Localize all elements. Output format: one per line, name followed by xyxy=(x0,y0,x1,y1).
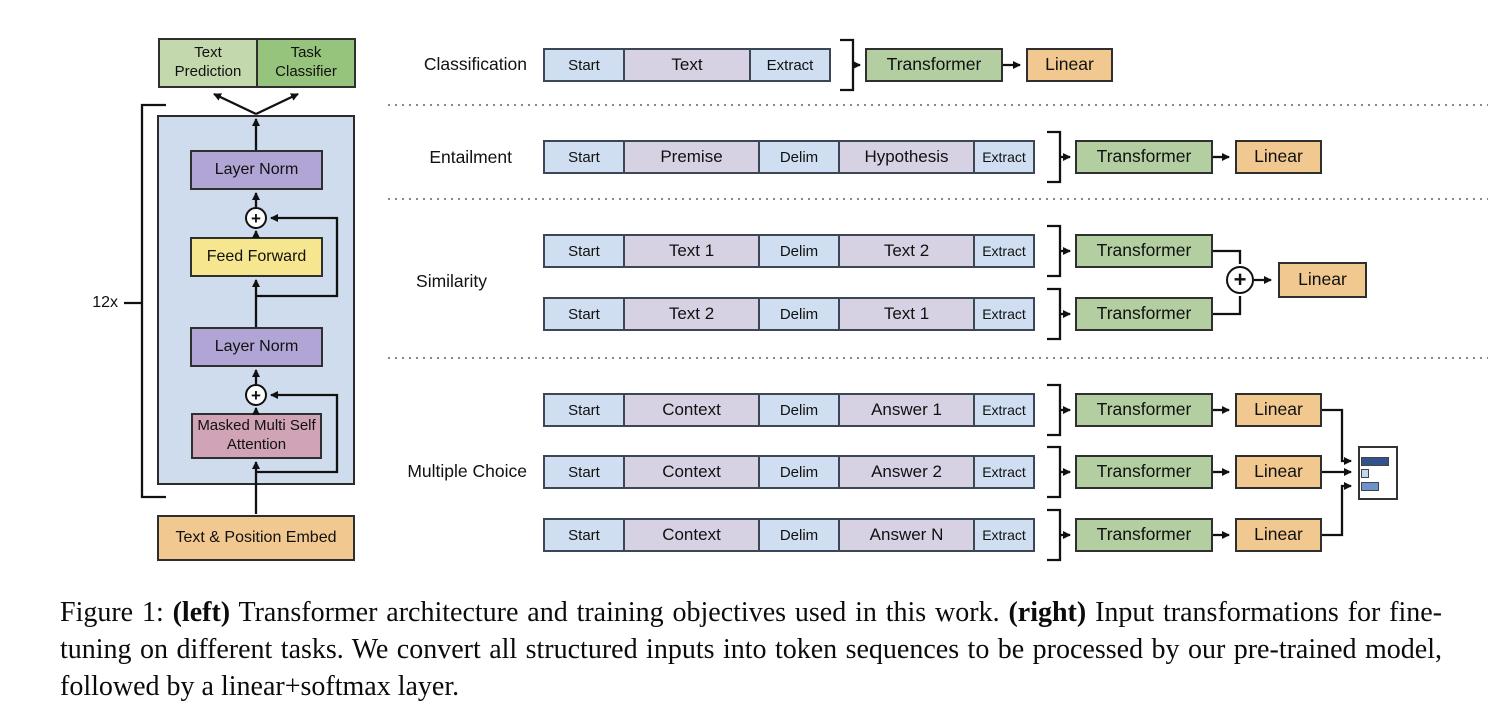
token-cell-start: Start xyxy=(543,455,625,489)
repeat-count-label: 12x xyxy=(92,294,118,311)
plus-icon: + xyxy=(1226,266,1254,294)
sequence-bracket xyxy=(840,38,855,92)
token-cell-extract: Extract xyxy=(973,518,1035,552)
token-cell-delim: Delim xyxy=(758,518,840,552)
task-label-classification: Classification xyxy=(423,54,527,74)
similarity-merge-line xyxy=(1213,249,1242,264)
layer-norm-top-box: Layer Norm xyxy=(190,150,323,190)
token-cell-premise: Premise xyxy=(623,140,760,174)
token-cell-context: Context xyxy=(623,518,760,552)
linear-box: Linear xyxy=(1026,48,1113,82)
task-label-similarity: Similarity xyxy=(416,271,487,291)
token-cell-extract: Extract xyxy=(749,48,831,82)
caption-right-tag: (right) xyxy=(1008,597,1087,628)
token-cell-context: Context xyxy=(623,393,760,427)
task-classifier-box: Task Classifier xyxy=(256,38,356,88)
token-cell-extract: Extract xyxy=(973,140,1035,174)
token-sequence-classification: Start Text Extract xyxy=(543,48,831,82)
softmax-box xyxy=(1358,446,1398,500)
linear-box: Linear xyxy=(1235,393,1322,427)
transformer-box: Transformer xyxy=(865,48,1003,82)
sequence-bracket xyxy=(1047,383,1062,437)
token-sequence-similarity-2: Start Text 2 Delim Text 1 Extract xyxy=(543,297,1035,331)
token-cell-extract: Extract xyxy=(973,297,1035,331)
mc-route-to-softmax xyxy=(1322,408,1352,465)
caption-left-text: Transformer architecture and training ob… xyxy=(238,597,1000,628)
transformer-box: Transformer xyxy=(1075,455,1213,489)
linear-box: Linear xyxy=(1235,518,1322,552)
token-cell-delim: Delim xyxy=(758,140,840,174)
token-cell-text2: Text 2 xyxy=(838,234,975,268)
layer-norm-bottom-box: Layer Norm xyxy=(190,327,323,367)
token-cell-start: Start xyxy=(543,234,625,268)
token-cell-delim: Delim xyxy=(758,455,840,489)
text-prediction-box: Text Prediction xyxy=(158,38,258,88)
sequence-bracket xyxy=(1047,445,1062,499)
transformer-box: Transformer xyxy=(1075,297,1213,331)
token-cell-answer1: Answer 1 xyxy=(838,393,975,427)
linear-box: Linear xyxy=(1235,455,1322,489)
token-cell-text1: Text 1 xyxy=(838,297,975,331)
token-cell-start: Start xyxy=(543,393,625,427)
transformer-box: Transformer xyxy=(1075,518,1213,552)
token-cell-answer2: Answer 2 xyxy=(838,455,975,489)
task-label-entailment: Entailment xyxy=(429,147,512,167)
token-sequence-mc-3: Start Context Delim Answer N Extract xyxy=(543,518,1035,552)
linear-box: Linear xyxy=(1235,140,1322,174)
token-cell-answerN: Answer N xyxy=(838,518,975,552)
token-cell-delim: Delim xyxy=(758,393,840,427)
similarity-merge-line xyxy=(1213,296,1242,316)
masked-attention-box: Masked Multi Self Attention xyxy=(191,413,322,459)
plus-icon: + xyxy=(245,207,267,229)
token-cell-delim: Delim xyxy=(758,234,840,268)
mc-route-to-softmax xyxy=(1322,482,1352,537)
token-cell-text2: Text 2 xyxy=(623,297,760,331)
token-sequence-mc-1: Start Context Delim Answer 1 Extract xyxy=(543,393,1035,427)
token-cell-text: Text xyxy=(623,48,751,82)
token-cell-hypothesis: Hypothesis xyxy=(838,140,975,174)
softmax-bar xyxy=(1361,469,1369,478)
sequence-bracket xyxy=(1047,130,1062,184)
text-position-embed-box: Text & Position Embed xyxy=(157,515,355,561)
token-cell-text1: Text 1 xyxy=(623,234,760,268)
caption-figure-label: Figure 1: xyxy=(60,597,164,628)
token-cell-start: Start xyxy=(543,518,625,552)
sequence-bracket xyxy=(1047,287,1062,341)
caption-right-text: Input transformations for fine-tuning on… xyxy=(60,597,1442,702)
token-cell-extract: Extract xyxy=(973,234,1035,268)
caption-left-tag: (left) xyxy=(172,597,231,628)
arrow-to-task-classifier xyxy=(255,92,299,116)
plus-icon: + xyxy=(245,384,267,406)
token-sequence-entailment: Start Premise Delim Hypothesis Extract xyxy=(543,140,1035,174)
sequence-bracket xyxy=(1047,224,1062,278)
sequence-bracket xyxy=(1047,508,1062,562)
token-cell-start: Start xyxy=(543,140,625,174)
token-cell-start: Start xyxy=(543,297,625,331)
token-cell-context: Context xyxy=(623,455,760,489)
transformer-box: Transformer xyxy=(1075,140,1213,174)
token-sequence-similarity-1: Start Text 1 Delim Text 2 Extract xyxy=(543,234,1035,268)
softmax-bar xyxy=(1361,482,1379,491)
token-cell-extract: Extract xyxy=(973,393,1035,427)
token-cell-extract: Extract xyxy=(973,455,1035,489)
transformer-box: Transformer xyxy=(1075,234,1213,268)
arrow-to-text-prediction xyxy=(213,92,257,116)
softmax-bar xyxy=(1361,457,1389,466)
task-label-multiple-choice: Multiple Choice xyxy=(407,461,527,481)
transformer-box: Transformer xyxy=(1075,393,1213,427)
token-cell-start: Start xyxy=(543,48,625,82)
token-cell-delim: Delim xyxy=(758,297,840,331)
linear-box: Linear xyxy=(1278,262,1367,298)
figure-caption: Figure 1: (left) Transformer architectur… xyxy=(60,594,1442,705)
token-sequence-mc-2: Start Context Delim Answer 2 Extract xyxy=(543,455,1035,489)
